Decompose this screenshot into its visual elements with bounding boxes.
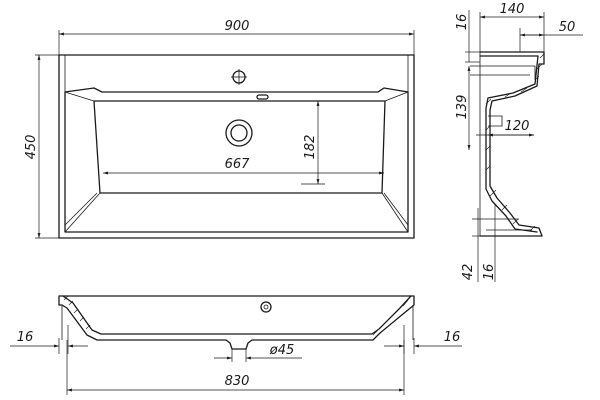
front-hatching [63,295,409,336]
dim-drain-diameter: ø45 [269,343,295,358]
dim-side-depth: 140 [500,2,525,17]
drain-inner-icon [230,124,248,142]
dim-side-height: 139 [455,95,470,120]
front-view: 16 16 ø45 830 [10,295,462,395]
dim-front-left-edge: 16 [17,330,34,345]
dim-overall-width: 900 [225,19,250,34]
dim-bowl-depth: 182 [303,135,318,160]
front-view-outline [58,295,415,350]
top-view-outline [58,54,415,239]
rim-outline [64,87,409,233]
dim-front-right-edge: 16 [444,330,461,345]
dim-bowl-width: 667 [225,157,251,172]
bowl-outline [93,100,386,194]
drain-outer-icon [225,119,253,147]
dim-overall-depth: 450 [24,135,39,160]
dim-side-top: 50 [559,20,576,35]
side-view: 140 50 16 139 120 42 16 [455,2,583,282]
section-hatching [485,53,545,232]
front-overflow-icon [260,301,272,313]
dim-front-inner-width: 830 [225,374,250,389]
dim-side-bottom-rim: 16 [482,264,497,281]
side-section-profile [479,51,545,237]
dim-side-rim: 16 [455,14,470,31]
overflow-slot-icon [256,94,269,100]
dim-side-bottom: 42 [461,264,476,281]
dim-side-inner: 120 [505,119,530,134]
top-view: 900 450 667 182 [24,19,415,239]
